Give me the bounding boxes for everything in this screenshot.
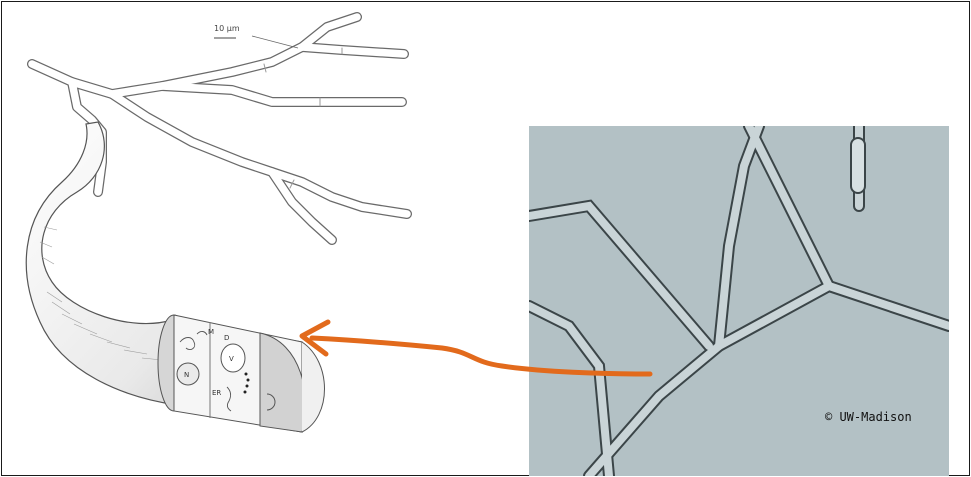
label-er: ER: [212, 389, 221, 397]
scale-bar-label: 10 µm: [214, 24, 240, 33]
photo-credit: © UW-Madison: [825, 410, 912, 424]
label-n: N: [184, 371, 189, 379]
label-m: M: [208, 328, 214, 336]
micrograph-photo: © UW-Madison: [529, 126, 949, 476]
cutaway-cell: M D V N ER: [158, 315, 325, 432]
scale-leader-line: [252, 36, 298, 48]
label-d: D: [224, 334, 229, 342]
label-v: V: [229, 355, 234, 363]
